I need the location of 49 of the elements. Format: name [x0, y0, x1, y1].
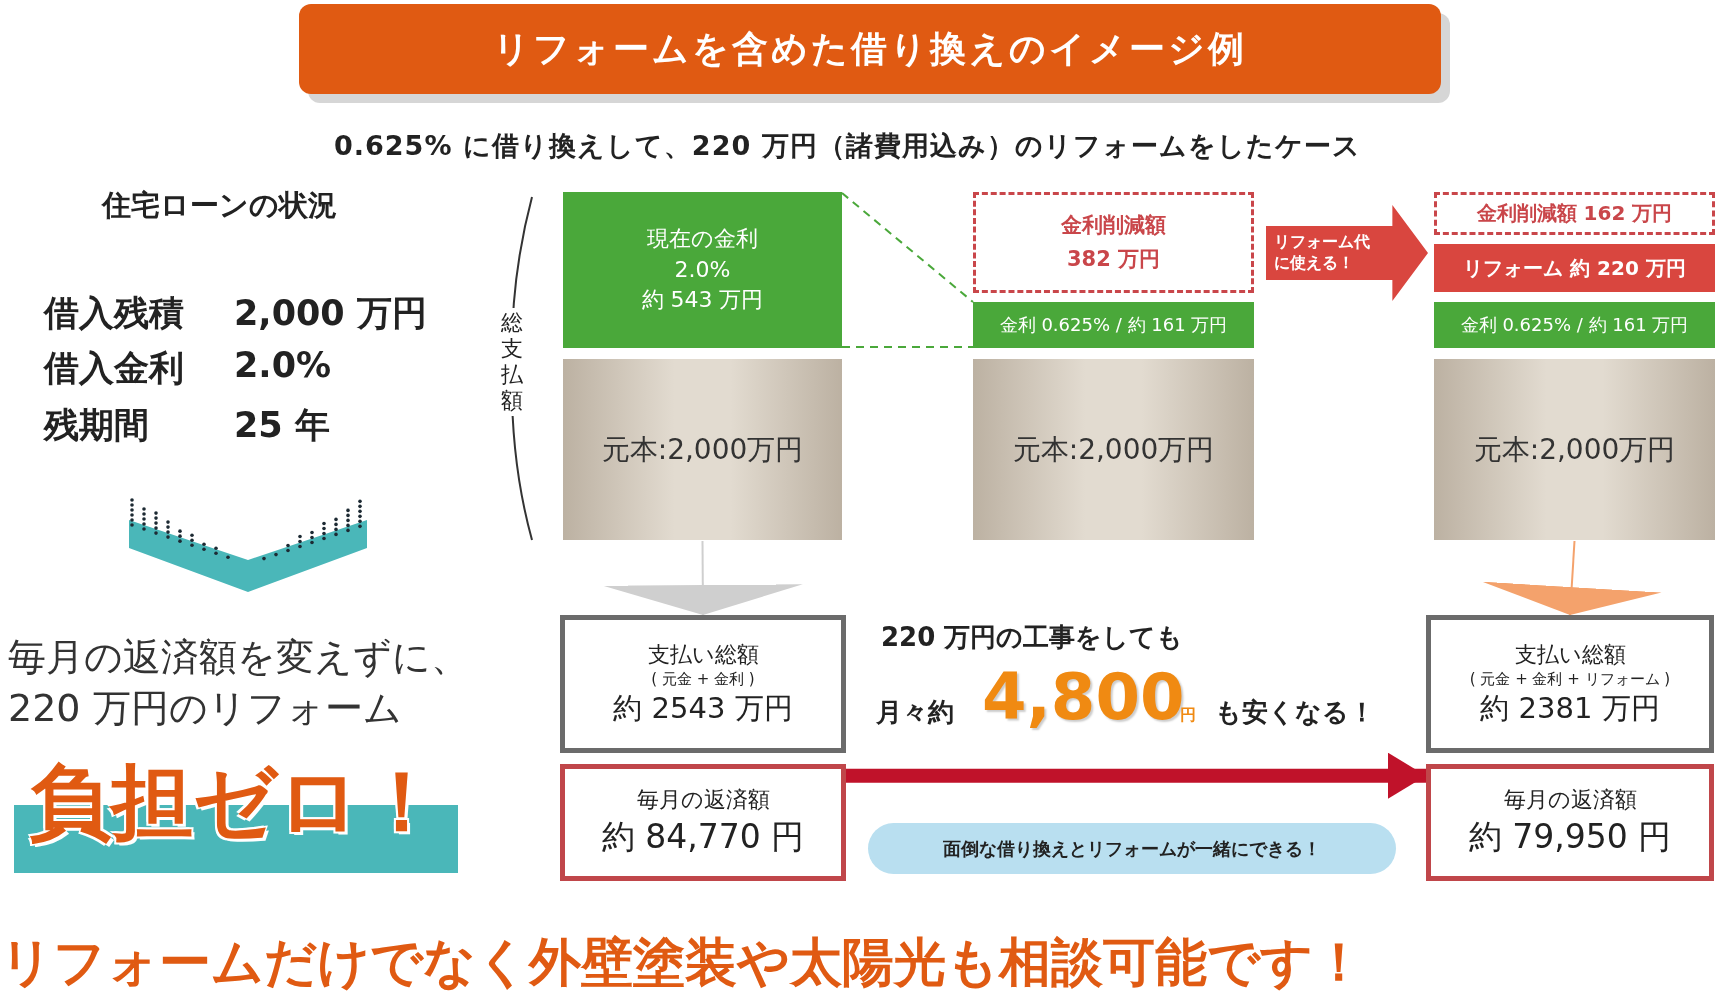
box-heading: 金利削減額	[1061, 211, 1166, 239]
arrow	[846, 752, 1426, 799]
table-value: 2.0%	[234, 345, 332, 385]
interest-box: 金利 0.625% / 約 161 万円	[973, 302, 1254, 348]
renovation-box: リフォーム 約 220 万円	[1434, 244, 1715, 292]
interest-box: 金利 0.625% / 約 161 万円	[1434, 302, 1715, 348]
dashed-connector	[841, 346, 974, 348]
box-value: 約 2381 万円	[1480, 689, 1660, 727]
arrow	[1481, 540, 1662, 616]
savings-box	[973, 192, 1254, 293]
box-heading: 支払い総額	[1514, 640, 1626, 669]
footer-text: リフォームだけでなく外壁塗装や太陽光も相談可能です！	[0, 931, 1365, 994]
box-value: 2.0%	[674, 255, 731, 284]
table-label: 残期間	[44, 404, 149, 447]
principal-box: 元本:2,000万円	[973, 359, 1254, 540]
monthly-payment-box	[560, 764, 846, 881]
box-value: 約 79,950 円	[1468, 816, 1672, 858]
callout-text: 月々約	[876, 696, 954, 729]
box-heading: 毎月の返済額	[636, 786, 770, 814]
callout-text: リフォーム代	[1274, 232, 1370, 253]
box-heading: 毎月の返済額	[1503, 786, 1637, 814]
monthly-payment-box	[1426, 764, 1714, 881]
principal-box: 元本:2,000万円	[1434, 359, 1715, 540]
box-value: 約 84,770 円	[601, 816, 805, 858]
section-heading: 住宅ローンの状況	[102, 187, 337, 224]
table-value: 2,000 万円	[234, 292, 427, 335]
callout-text: に使える！	[1274, 253, 1354, 274]
principal-box: 元本:2,000万円	[563, 359, 842, 540]
table-label: 借入金利	[44, 347, 184, 390]
box-value: 382 万円	[1066, 245, 1161, 273]
vertical-label: 総支払額	[500, 308, 524, 416]
box-note: ( 元金 + 金利 )	[651, 669, 755, 689]
subtitle: 0.625% に借り換えして、220 万円（諸費用込み）のリフォームをしたケース	[334, 129, 1361, 163]
note-pill: 面倒な借り換えとリフォームが一緒にできる！	[868, 823, 1396, 874]
interest-box	[563, 192, 842, 348]
box-heading: 現在の金利	[647, 224, 758, 253]
table-label: 借入残積	[44, 292, 184, 335]
callout-text: も安くなる！	[1215, 696, 1375, 729]
total-payment-box	[1426, 615, 1714, 753]
total-payment-box	[560, 615, 846, 753]
box-value: 約 543 万円	[641, 286, 764, 315]
box-value: 約 2543 万円	[613, 689, 793, 727]
box-note: ( 元金 + 金利 + リフォーム )	[1469, 669, 1671, 689]
dashed-connector	[841, 192, 974, 303]
lead-text: 毎月の返済額を変えずに、 220 万円のリフォーム	[8, 634, 470, 733]
box-heading: 支払い総額	[647, 640, 759, 669]
callout-text: 220 万円の工事をしても	[881, 621, 1184, 654]
savings-box: 金利削減額 162 万円	[1434, 192, 1715, 235]
table-value: 25 年	[234, 404, 330, 447]
